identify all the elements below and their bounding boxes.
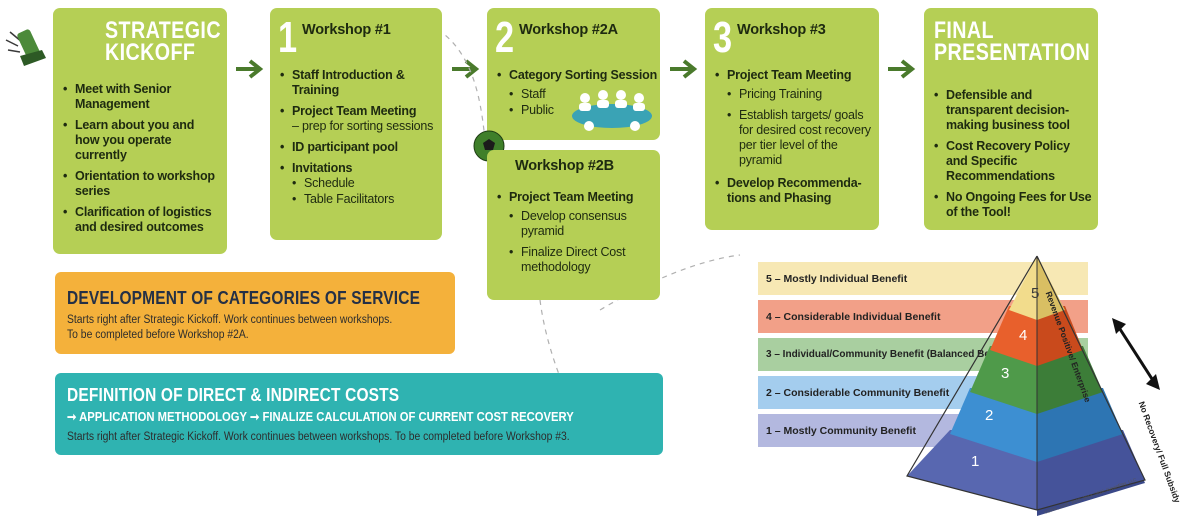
kickoff-title-line1: STRATEGIC xyxy=(105,17,221,44)
list-item: Project Team Meeting xyxy=(280,104,440,119)
workshop-2a-box: 2 Workshop #2A Category Sorting Session … xyxy=(487,8,660,140)
meeting-table-icon xyxy=(572,90,652,131)
list-item: Learn about you and how you operate curr… xyxy=(63,118,221,163)
list-item-label: Project Team Meeting xyxy=(292,104,417,118)
list-item: Category Sorting Session xyxy=(497,68,657,83)
workshop-3-box: 3 Workshop #3 Project Team Meeting Prici… xyxy=(705,8,879,230)
costs-banner-title: DEFINITION OF DIRECT & INDIRECT COSTS xyxy=(67,385,400,405)
pyramid-tier-3 xyxy=(970,346,1037,414)
workshop-2a-number: 2 xyxy=(495,13,515,62)
pyramid-num-1: 1 xyxy=(971,453,979,470)
categories-banner-line2: To be completed before Workshop #2A. xyxy=(67,329,249,341)
categories-banner-line1: Starts right after Strategic Kickoff. Wo… xyxy=(67,314,393,326)
kickoff-list: Meet with Senior Management Learn about … xyxy=(63,82,221,241)
list-item: Meet with Senior Management xyxy=(63,82,221,112)
sub-item: Public xyxy=(509,103,657,118)
costs-banner-subtitle: ➞ APPLICATION METHODOLOGY ➞ FINALIZE CAL… xyxy=(67,410,574,424)
list-item: Develop Recommenda- tions and Phasing xyxy=(715,176,875,206)
list-item: Project Team Meeting xyxy=(497,190,655,205)
pyramid-num-3: 3 xyxy=(1001,365,1009,382)
workshop-1-box: 1 Workshop #1 Staff Introduction & Train… xyxy=(270,8,442,240)
workshop-2b-box: Workshop #2B Project Team Meeting Develo… xyxy=(487,150,660,300)
categories-banner: DEVELOPMENT OF CATEGORIES OF SERVICE Sta… xyxy=(55,272,455,354)
arrow-right-icon xyxy=(452,59,480,79)
pyramid-tier-4 xyxy=(990,306,1037,366)
final-list: Defensible and transparent decision-maki… xyxy=(934,88,1094,226)
list-item: Cost Recovery Policy and Specific Recomm… xyxy=(934,139,1094,184)
arrow-right-icon xyxy=(888,59,916,79)
pyramid-num-4: 4 xyxy=(1019,327,1027,344)
arrow-right-icon xyxy=(670,59,698,79)
sub-item: Finalize Direct Cost methodology xyxy=(509,245,655,275)
workshop-1-number: 1 xyxy=(278,13,298,62)
list-item: Clarification of logistics and desired o… xyxy=(63,205,221,235)
final-title-line1: FINAL xyxy=(934,17,994,44)
workshop-3-number: 3 xyxy=(713,13,733,62)
costs-banner: DEFINITION OF DIRECT & INDIRECT COSTS ➞ … xyxy=(55,373,663,455)
list-item: Defensible and transparent decision-maki… xyxy=(934,88,1094,133)
pyramid-tier-5 xyxy=(1009,256,1037,320)
list-item: Orientation to workshop series xyxy=(63,169,221,199)
list-item-detail: – prep for sorting sessions xyxy=(292,119,434,133)
pyramid-num-5: 5 xyxy=(1031,285,1039,302)
double-arrow-icon xyxy=(1112,318,1160,390)
workshop-3-title: Workshop #3 xyxy=(737,22,826,38)
list-item: Invitations xyxy=(280,161,440,176)
final-presentation-box: FINAL PRESENTATION Defensible and transp… xyxy=(924,8,1098,230)
workshop-2b-title: Workshop #2B xyxy=(515,158,614,174)
kickoff-title-line2: KICKOFF xyxy=(105,39,196,66)
sub-item: Table Facilitators xyxy=(292,192,440,207)
categories-banner-title: DEVELOPMENT OF CATEGORIES OF SERVICE xyxy=(67,288,421,308)
list-item: No Ongoing Fees for Use of the Tool! xyxy=(934,190,1094,220)
workshop-2a-list: Category Sorting Session Staff Public xyxy=(497,68,657,119)
arrow-right-icon xyxy=(236,59,264,79)
sub-item: Develop consensus pyramid xyxy=(509,209,655,239)
workshop-1-list: Staff Introduction & Training Project Te… xyxy=(280,68,440,208)
workshop-3-list: Project Team Meeting Pricing Training Es… xyxy=(715,68,875,212)
list-item: Staff Introduction & Training xyxy=(280,68,440,98)
list-item: Project Team Meeting xyxy=(715,68,875,83)
workshop-1-title: Workshop #1 xyxy=(302,22,391,38)
final-title-line2: PRESENTATION xyxy=(934,39,1091,66)
strategic-kickoff-box: STRATEGIC KICKOFF Meet with Senior Manag… xyxy=(53,8,227,254)
sub-item: Schedule xyxy=(292,176,440,191)
cost-recovery-pyramid: 5 4 3 2 1 ©2001, 2008, 2009, 2013, 2020,… xyxy=(906,255,1146,516)
workshop-2a-title: Workshop #2A xyxy=(519,22,618,38)
sub-item: Staff xyxy=(509,87,657,102)
pyramid-num-2: 2 xyxy=(985,407,993,424)
costs-banner-line1: Starts right after Strategic Kickoff. Wo… xyxy=(67,431,570,443)
workshop-2b-list: Project Team Meeting Develop consensus p… xyxy=(497,190,655,276)
sub-item: Pricing Training xyxy=(727,87,875,102)
list-item: ID participant pool xyxy=(280,140,440,155)
sub-item: Establish targets/ goals for desired cos… xyxy=(727,108,875,168)
